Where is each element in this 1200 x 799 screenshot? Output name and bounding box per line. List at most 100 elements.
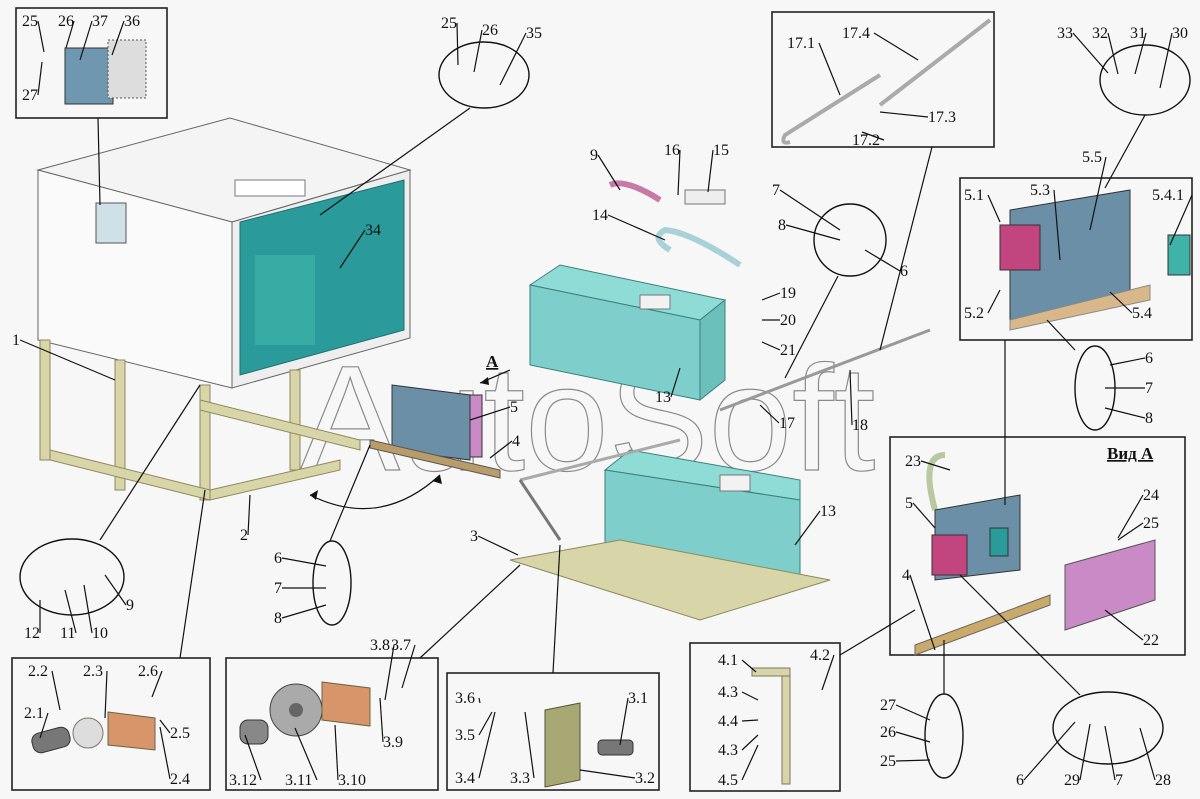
callout-main-8: 8 — [778, 217, 786, 234]
callout-bottom-fasteners-a-27: 27 — [880, 697, 896, 714]
ellipse-screw — [438, 41, 530, 109]
leader-line — [1109, 291, 1133, 314]
inset-5-frame — [959, 177, 1193, 341]
leader-line — [104, 574, 127, 606]
callout-view-a-22: 22 — [1143, 632, 1159, 649]
callout-bottom-fasteners-b-7: 7 — [1115, 772, 1123, 789]
battery-upper — [528, 264, 727, 402]
callout-inset-30-31: 31 — [1130, 25, 1146, 42]
terminal-cover-15 — [684, 189, 726, 205]
callout-main-6: 6 — [900, 263, 908, 280]
callout-main-20: 20 — [780, 312, 796, 329]
callout-main-16: 16 — [664, 142, 680, 159]
leader-line — [79, 20, 93, 61]
callout-inset-4-4-1: 4.1 — [718, 652, 738, 669]
leader-line — [334, 724, 339, 781]
callout-inset-4-4-5: 4.5 — [718, 772, 738, 789]
callout-inset-5-5-4: 5.4 — [1132, 305, 1152, 322]
leader-line — [597, 154, 621, 191]
leader-line — [912, 502, 936, 529]
callout-inset-4-4-2: 4.2 — [810, 647, 830, 664]
leader-line — [1139, 727, 1156, 781]
callout-inset-vent-27: 27 — [22, 87, 38, 104]
leader-line — [741, 719, 759, 722]
cabinet — [36, 117, 412, 389]
leader-line — [1109, 357, 1146, 366]
leader-line — [619, 697, 629, 746]
callout-inset-2-2-4: 2.4 — [170, 771, 190, 788]
callout-inset-screw-26: 26 — [482, 22, 498, 39]
callout-inset-4-4-4: 4.4 — [718, 713, 738, 730]
callout-inset-5-5-1: 5.1 — [964, 187, 984, 204]
callout-inset-screw-35: 35 — [526, 25, 542, 42]
leader-line — [607, 214, 666, 241]
leader-line — [1089, 156, 1107, 231]
ellipse-6-7-8-left — [312, 540, 352, 626]
callout-mid-fasteners-7: 7 — [274, 580, 282, 597]
leader-line — [51, 670, 61, 711]
callout-inset-3a-3-12: 3.12 — [229, 772, 257, 789]
callout-inset-3b-3-6: 3.6 — [455, 690, 475, 707]
leader-line — [37, 20, 45, 53]
callout-view-a-4: 4 — [902, 567, 910, 584]
cable-14 — [655, 226, 742, 268]
callout-left-fasteners-11: 11 — [60, 625, 75, 642]
leader-line — [895, 731, 931, 743]
leader-line — [761, 292, 781, 301]
callout-inset-30-30: 30 — [1172, 25, 1188, 42]
leader-lines — [19, 20, 1193, 781]
ellipse-9-12 — [19, 538, 125, 616]
leader-line — [339, 229, 366, 269]
callout-mid-fasteners-6: 6 — [274, 550, 282, 567]
leader-line — [741, 744, 759, 781]
callout-view-a-25: 25 — [1143, 515, 1159, 532]
callout-main-5: 5 — [510, 399, 518, 416]
cable-23 — [926, 452, 946, 511]
callout-bottom-fasteners-b-28: 28 — [1155, 772, 1171, 789]
leader-line — [151, 670, 163, 698]
callout-main-17: 17 — [779, 415, 795, 432]
callout-inset-5-5-5: 5.5 — [1082, 149, 1102, 166]
leader-line — [909, 574, 936, 651]
leader-line — [469, 406, 511, 421]
leader-line — [159, 726, 171, 780]
callout-left-fasteners-9: 9 — [126, 597, 134, 614]
callout-inset-5-5-2: 5.2 — [964, 305, 984, 322]
leader-line — [401, 644, 416, 689]
callout-inset-3b-3-5: 3.5 — [455, 727, 475, 744]
callout-inset-3b-3-4: 3.4 — [455, 770, 475, 787]
callout-inset-3b-3-1: 3.1 — [628, 690, 648, 707]
leader-line — [478, 711, 496, 779]
leader-line — [1159, 32, 1173, 89]
leader-line — [37, 61, 43, 96]
inset-3a-frame — [225, 657, 439, 791]
callout-inset-3a-3-9: 3.9 — [383, 734, 403, 751]
callout-inset-3a-3-10: 3.10 — [338, 772, 366, 789]
leader-line — [1104, 407, 1146, 419]
leader-line — [64, 589, 77, 634]
callout-inset-4-4-3: 4.3 — [718, 742, 738, 759]
ellipse-6-7-8-top — [813, 203, 887, 277]
callout-view-a-23: 23 — [905, 453, 921, 470]
callout-main-19: 19 — [780, 285, 796, 302]
leader-line — [1117, 522, 1144, 541]
inset-2-frame — [11, 657, 211, 791]
callout-bottom-fasteners-b-29: 29 — [1064, 772, 1080, 789]
callout-left-fasteners-12: 12 — [24, 625, 40, 642]
callout-inset-3b-3-2: 3.2 — [635, 770, 655, 787]
leader-line — [761, 341, 781, 351]
stand-frame — [39, 339, 361, 501]
leader-line — [294, 727, 318, 781]
callout-main-9: 9 — [590, 147, 598, 164]
leader-line — [111, 20, 125, 56]
callout-bottom-fasteners-b-6: 6 — [1016, 772, 1024, 789]
leader-line — [818, 42, 841, 96]
callout-view-a-24: 24 — [1143, 487, 1159, 504]
leader-line — [1169, 194, 1193, 246]
leader-line — [821, 654, 835, 691]
callout-inset-4-4-3: 4.3 — [718, 684, 738, 701]
leader-line — [456, 22, 459, 66]
leader-line — [1104, 609, 1144, 641]
